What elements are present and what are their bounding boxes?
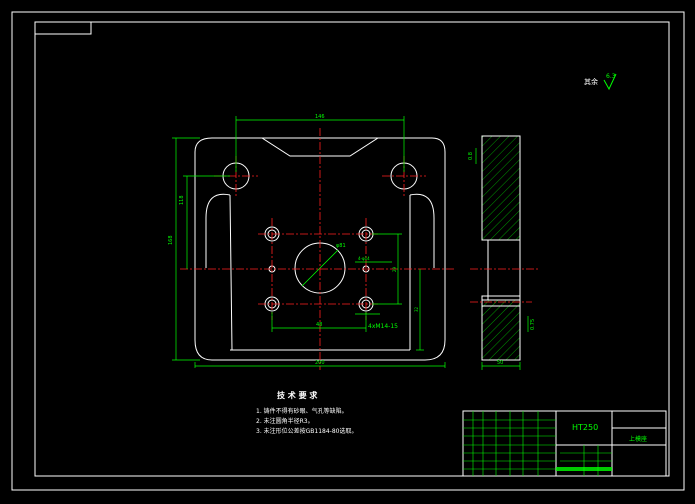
roughness-value: 6.3 <box>606 73 616 80</box>
dim-bolt-callout: 4xM14-15 <box>368 323 398 330</box>
centerlines <box>180 128 455 370</box>
dim-bolt-label: 4-φ14 <box>358 256 370 261</box>
title-block: HT250 上模座 <box>462 410 667 477</box>
dim-overall-width: 200 <box>315 360 325 366</box>
title-material: HT250 <box>572 423 598 432</box>
top-contour <box>238 137 405 157</box>
note-2: 2. 未注圆角半径R3。 <box>256 417 314 425</box>
section-upper <box>481 135 521 241</box>
plate-outline <box>194 137 446 361</box>
dim-right-offset: 32 <box>414 306 419 312</box>
section-bore <box>487 239 521 301</box>
roughness-symbol: 6.3 <box>603 73 617 91</box>
dimension-lines <box>172 116 446 368</box>
note-1: 1. 铸件不得有砂眼、气孔等缺陷。 <box>256 407 348 415</box>
side-dimension-lines <box>475 148 529 370</box>
side-view: 50 0.8 0.75 <box>468 135 540 370</box>
dim-top-width: 146 <box>315 114 325 120</box>
outer-frame <box>11 11 685 491</box>
inner-boss <box>205 193 435 351</box>
corner-stamp <box>34 21 92 35</box>
technical-notes: 技 术 要 求 1. 铸件不得有砂眼、气孔等缺陷。 2. 未注圆角半径R3。 3… <box>256 390 357 435</box>
title-part-name: 上模座 <box>629 435 647 443</box>
dim-hole-span: 118 <box>179 195 185 205</box>
dim-side-top: 0.8 <box>468 152 474 160</box>
dim-center-hole: φ81 <box>336 243 346 249</box>
dim-side-bottom: 0.75 <box>530 319 536 330</box>
front-view: φ81 <box>168 114 455 370</box>
title-block-bar <box>556 467 612 471</box>
section-counterbore <box>481 295 521 307</box>
surface-label: 其余 <box>584 77 598 86</box>
notes-title: 技 术 要 求 <box>277 390 318 400</box>
dim-inner-width: 48 <box>316 322 322 328</box>
inner-frame <box>34 21 670 477</box>
section-lower <box>481 299 521 361</box>
dim-side-thickness: 50 <box>497 360 503 366</box>
dim-overall-height: 168 <box>168 235 174 245</box>
note-3: 3. 未注形位公差按GB1184-80选取。 <box>256 427 357 435</box>
dim-left-offset: 29 <box>392 266 397 272</box>
title-block-grid <box>463 411 612 476</box>
